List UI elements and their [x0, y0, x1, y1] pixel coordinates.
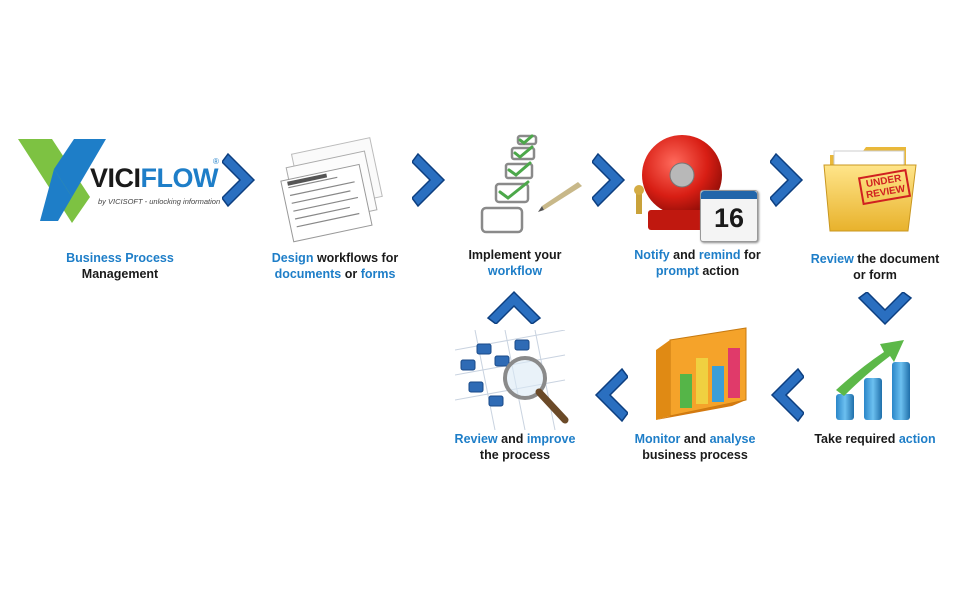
step1-line1: Business Process — [66, 251, 174, 265]
step5-caption: Review the document or form — [800, 251, 950, 283]
step5-line1-rest: the document — [853, 252, 940, 266]
chevron-icon — [770, 152, 804, 208]
calendar-icon: 16 — [700, 190, 758, 242]
step2-documents: documents — [274, 267, 342, 281]
step3-line2: workflow — [487, 264, 543, 278]
step4-caption: Notify and remind for prompt action — [620, 247, 775, 279]
step1-line2: Management — [81, 267, 159, 281]
brand-name-part2: FLOW — [140, 163, 219, 193]
step2-or: or — [341, 267, 361, 281]
chevron-icon — [770, 367, 804, 423]
documents-icon — [270, 135, 410, 245]
magnifier-network-icon — [454, 329, 575, 431]
step7-analyse: analyse — [709, 432, 756, 446]
checklist-icon — [450, 132, 585, 247]
chevron-icon — [412, 152, 446, 208]
step4-notify: Notify — [634, 248, 670, 262]
step4-for: for — [740, 248, 761, 262]
step8-review: Review — [454, 432, 498, 446]
step7-line2: business process — [642, 448, 748, 462]
chevron-icon — [592, 152, 626, 208]
bar-chart-arrow-icon — [830, 330, 925, 425]
step6-action: action — [898, 432, 936, 446]
step1-caption: Business Process Management — [40, 250, 200, 282]
3d-chart-icon — [650, 320, 755, 425]
step3-line1: Implement your — [468, 248, 562, 262]
step7-caption: Monitor and analyse business process — [620, 431, 770, 463]
calendar-day: 16 — [713, 203, 745, 233]
chevron-icon — [486, 290, 542, 324]
step4-action: action — [698, 264, 740, 278]
chevron-icon — [594, 367, 628, 423]
step7-and: and — [680, 432, 710, 446]
step5-line2: or form — [853, 268, 897, 282]
step8-and: and — [497, 432, 527, 446]
step3-caption: Implement your workflow — [440, 247, 590, 279]
step7-monitor: Monitor — [634, 432, 681, 446]
step2-design: Design — [271, 251, 314, 265]
step4-remind: remind — [698, 248, 741, 262]
step8-caption: Review and improve the process — [440, 431, 590, 463]
step4-prompt: prompt — [655, 264, 699, 278]
step2-line1-rest: workflows for — [313, 251, 399, 265]
brand-registered: ® — [213, 157, 219, 166]
step6-line1: Take required — [814, 432, 899, 446]
step2-forms: forms — [360, 267, 396, 281]
brand-tagline: by VICISOFT - unlocking information — [98, 197, 221, 206]
step6-caption: Take required action — [800, 431, 950, 447]
viciflow-x-mark-icon — [18, 139, 106, 223]
folder-icon: UNDER REVIEW — [820, 135, 925, 235]
brand-name-part1: VICI — [90, 163, 141, 193]
viciflow-logo: VICIFLOW ® by VICISOFT - unlocking infor… — [14, 135, 224, 230]
chevron-icon — [857, 292, 913, 326]
step5-review: Review — [810, 252, 854, 266]
step2-caption: Design workflows for documents or forms — [255, 250, 415, 282]
step8-line2: the process — [479, 448, 551, 462]
step8-improve: improve — [526, 432, 576, 446]
step4-and: and — [669, 248, 699, 262]
chevron-icon — [222, 152, 256, 208]
